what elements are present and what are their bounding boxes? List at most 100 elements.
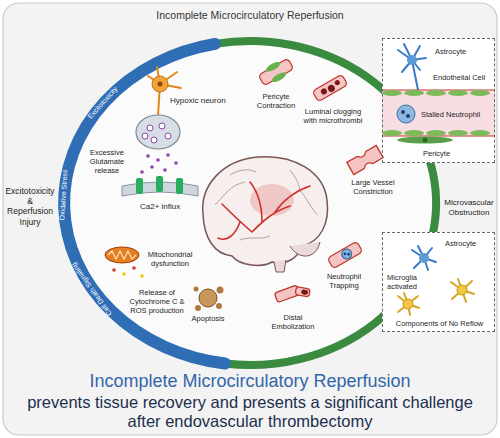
apoptotic-cell-icon (195, 305, 201, 311)
synapse-icon (122, 115, 198, 196)
capillary-icon (448, 90, 468, 96)
process-label: Ca2+ influx (140, 202, 180, 212)
capillary-icon (470, 130, 490, 136)
vessel-constriction-icon (347, 145, 383, 174)
dashed-panel: AstrocyteEndothelial CellStalled Neutrop… (382, 38, 495, 163)
distal-embolization-icon (274, 281, 312, 308)
mechanism-label: Distal Embolization (264, 313, 322, 331)
hypoxic-neuron-icon (148, 67, 181, 116)
panel-label: Microglia activated (387, 273, 431, 291)
synapse-icon (136, 178, 143, 194)
brain-icon (250, 184, 294, 216)
side-heading: Microvascular Obstruction (441, 198, 497, 217)
apoptotic-cell-icon (217, 287, 224, 294)
capillary-icon (404, 90, 424, 96)
hypoxic-neuron-icon (158, 82, 163, 87)
neutrophil-trapping-icon (327, 241, 362, 268)
hypoxic-neuron-icon (152, 76, 168, 92)
mitochondrion-icon (105, 247, 144, 278)
neutrophil-trapping-icon (347, 252, 351, 256)
title: Incomplete Microcirculatory Reperfusion (0, 9, 500, 22)
synapse-icon (163, 168, 167, 172)
distal-embolization-icon (301, 289, 309, 295)
brain-icon (218, 182, 310, 239)
capillary-icon (382, 90, 402, 96)
process-label: Mitochondrial dysfunction (143, 250, 197, 268)
capillary-icon (406, 114, 410, 118)
synapse-icon (147, 125, 153, 131)
capillary-icon (401, 110, 405, 114)
astrocyte-icon (398, 44, 426, 90)
capillary-icon (423, 138, 428, 143)
microthrombi-icon (320, 87, 328, 95)
capillary-icon (426, 90, 446, 96)
microthrombi-icon (312, 74, 347, 101)
pericyte-contraction-icon (258, 58, 293, 85)
distal-embolization-icon (295, 287, 310, 297)
capillary-icon (397, 105, 415, 123)
background-panel (64, 41, 436, 365)
capillary-icon (448, 130, 468, 136)
astrocyte-icon (412, 246, 436, 270)
astrocyte-icon (412, 246, 436, 270)
panel-label: Astrocyte (435, 47, 466, 56)
astrocyte-icon (419, 253, 429, 263)
panel-label: Astrocyte (445, 239, 476, 248)
panel-label: Endothelial Cell (433, 73, 485, 82)
mechanism-label: Neutrophil Trapping (316, 272, 372, 290)
distal-embolization-icon (295, 287, 310, 297)
neutrophil-trapping-icon (340, 247, 354, 261)
hypoxic-neuron-icon (148, 67, 181, 116)
pericyte-contraction-icon (264, 60, 281, 74)
panel-label: Stalled Neutrophil (421, 110, 480, 119)
capillary-icon (382, 90, 495, 144)
microthrombi-icon (327, 84, 337, 94)
microglia-icon (398, 293, 419, 315)
process-label: Release of Cytochrome C & ROS production (126, 288, 188, 315)
synapse-icon (165, 133, 171, 139)
neutrophil-trapping-icon (343, 252, 347, 256)
mitochondrion-icon (105, 247, 139, 263)
synapse-icon (146, 154, 150, 158)
brain-icon (274, 260, 286, 272)
apoptotic-cell-icon (194, 287, 199, 292)
microglia-icon (457, 285, 467, 295)
mechanism-label: Large Vessel Constriction (346, 178, 400, 196)
brain-icon (203, 157, 328, 272)
microglia-icon (451, 279, 474, 302)
caption: prevents tissue recovery and presents a … (15, 393, 485, 431)
microglia-icon (403, 299, 413, 309)
synapse-icon (166, 153, 170, 157)
capillary-icon (404, 130, 424, 136)
synapse-icon (174, 161, 178, 165)
background-panel (3, 3, 497, 435)
microthrombi-icon (334, 79, 341, 86)
pericyte-contraction-icon (270, 70, 287, 84)
synapse-icon (136, 115, 180, 149)
capillary-icon (470, 90, 490, 96)
mitochondrion-icon (112, 268, 116, 272)
synapse-icon (150, 165, 154, 169)
astrocyte-icon (407, 55, 417, 65)
box-backing (382, 232, 495, 332)
synapse-icon (140, 170, 144, 174)
apoptotic-cell-icon (216, 303, 222, 309)
apoptotic-cell-icon (199, 289, 217, 307)
synapse-icon (159, 123, 165, 129)
box-backing (382, 38, 495, 332)
microthrombi-icon (312, 74, 347, 101)
neutrophil-trapping-icon (327, 241, 362, 268)
synapse-icon (176, 178, 183, 194)
mitochondrion-icon (122, 272, 126, 276)
brain-icon (215, 170, 318, 240)
brain-icon (203, 157, 328, 266)
mechanism-label: Pericyte Contraction (250, 92, 302, 110)
mitochondrion-icon (132, 266, 136, 270)
capillary-icon (397, 137, 453, 144)
synapse-icon (151, 137, 157, 143)
synapse-icon (156, 176, 163, 192)
panel-label: Pericyte (423, 149, 450, 158)
